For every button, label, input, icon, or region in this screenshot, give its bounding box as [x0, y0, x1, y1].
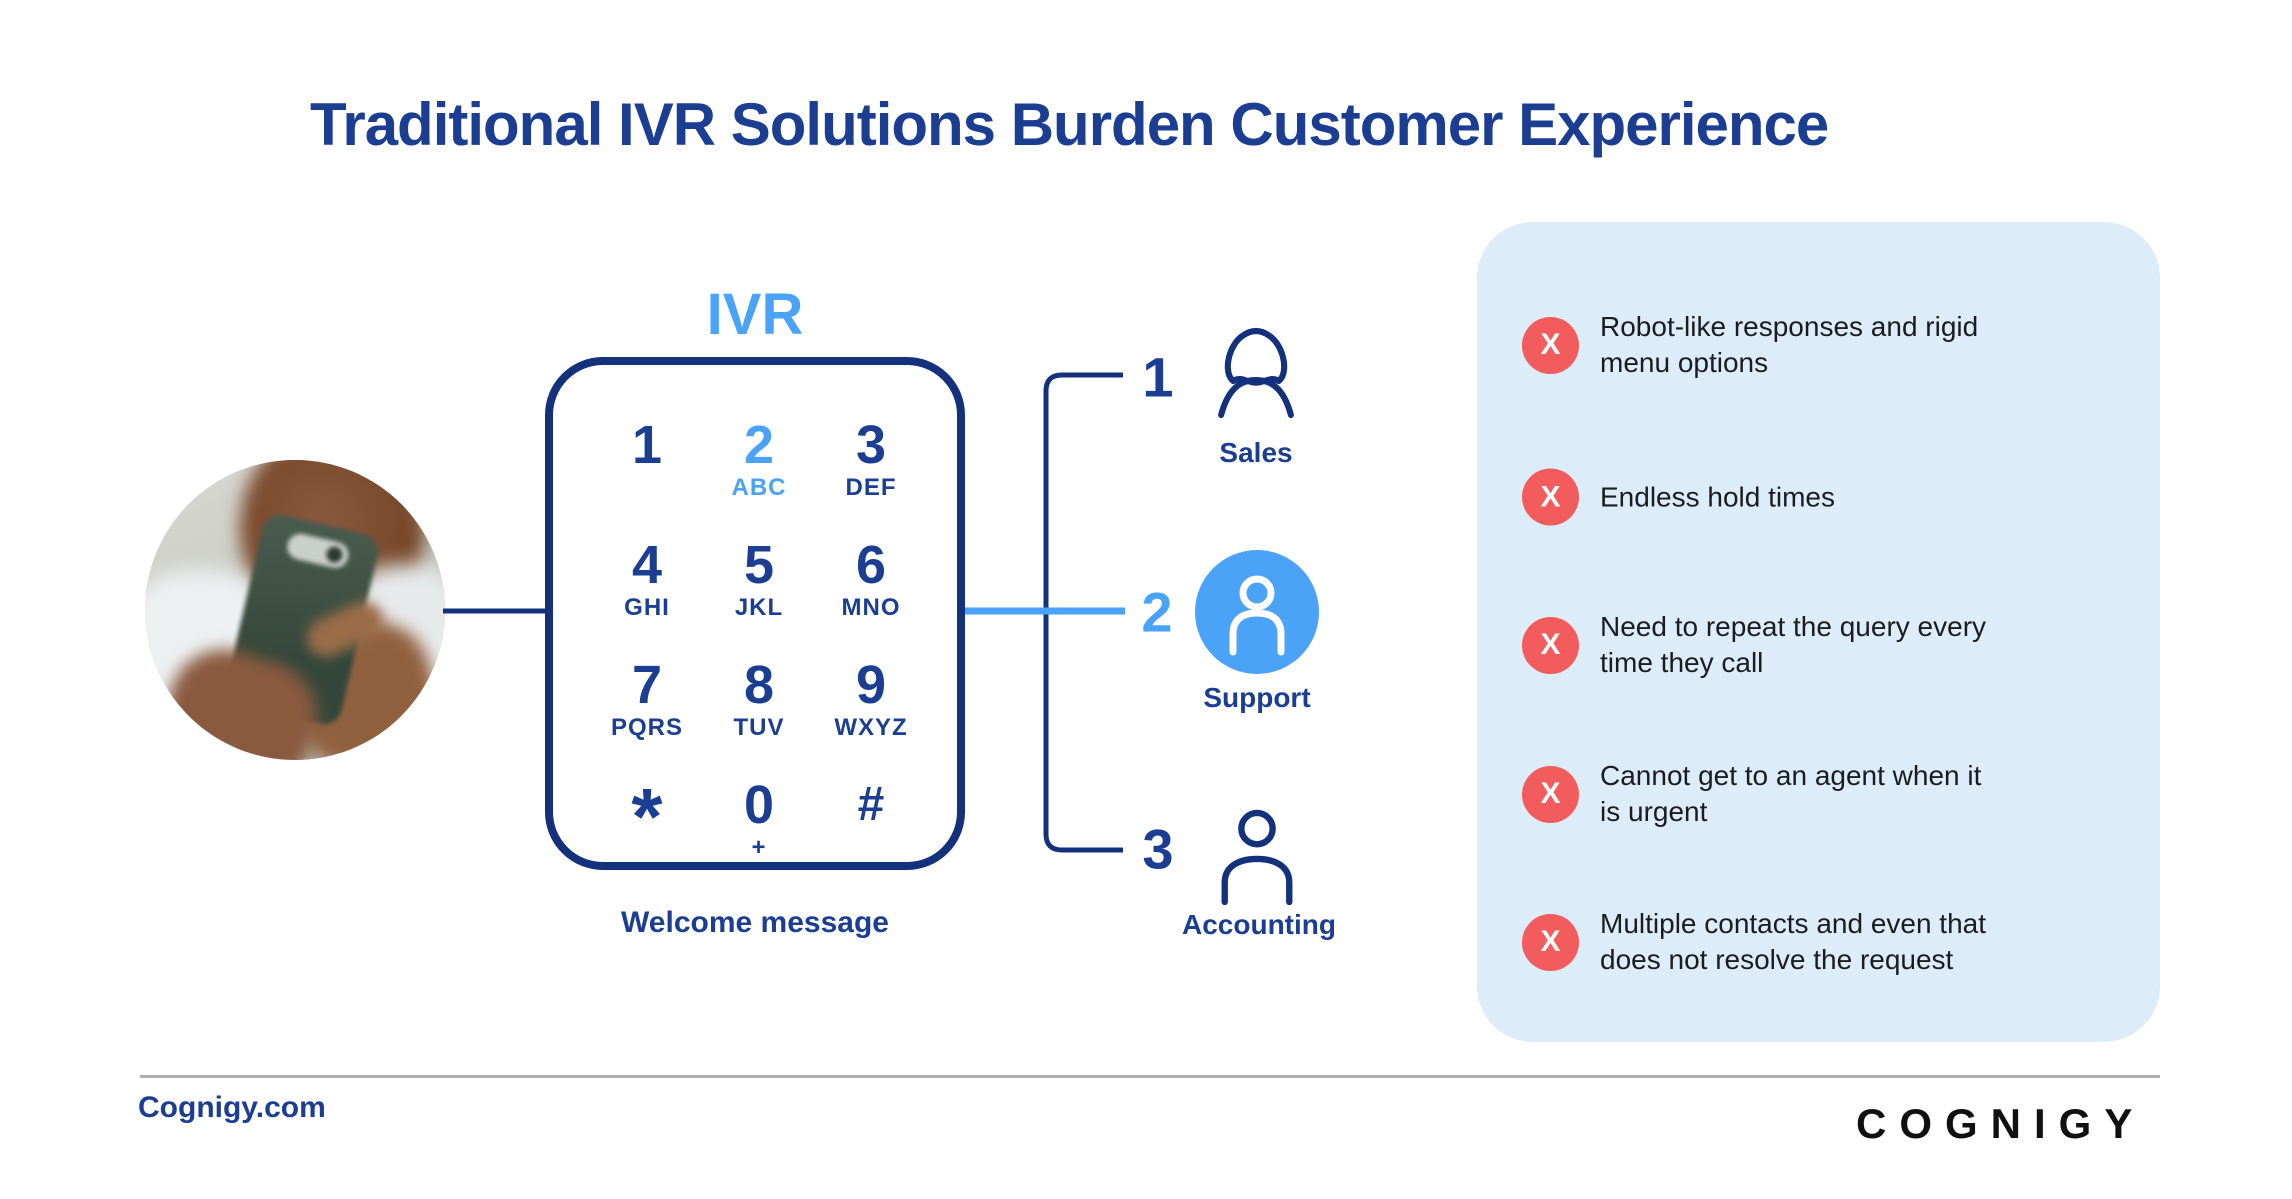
key-number: 0 — [743, 775, 775, 835]
x-glyph: X — [1540, 925, 1561, 958]
ivr-title: IVR — [706, 282, 804, 347]
keypad-key-1: 1 — [591, 417, 703, 473]
key-letters: MNO — [841, 594, 901, 621]
key-number: 6 — [855, 535, 887, 595]
x-glyph: X — [1540, 628, 1561, 661]
key-letters: JKL — [734, 594, 784, 621]
key-number: 4 — [631, 535, 663, 595]
key-number: 3 — [855, 415, 887, 475]
branch-label-support: Support — [1203, 682, 1311, 713]
issue-text: Need to repeat the query every time they… — [1600, 611, 1987, 678]
female-person-icon — [1218, 327, 1294, 419]
key-letters: ABC — [731, 474, 787, 501]
page-title: Traditional IVR Solutions Burden Custome… — [310, 91, 1829, 158]
issue-text: Cannot get to an agent when it is urgent — [1600, 760, 1982, 827]
x-icon: X — [1522, 913, 1579, 971]
key-number: * — [631, 772, 663, 861]
cognigy-logo: COGNIGY — [1856, 1100, 2146, 1147]
branch-number-sales: 1 — [1142, 345, 1174, 409]
photo-phone-lens — [324, 545, 345, 565]
x-glyph: X — [1540, 480, 1561, 513]
x-icon: X — [1522, 316, 1579, 374]
key-number: 7 — [631, 655, 663, 715]
key-letters: DEF — [845, 474, 897, 501]
keypad-key-0: 0+ — [703, 777, 815, 861]
issue-row: X Robot-like responses and rigid menu opt… — [1477, 309, 2130, 381]
issue-row: X Endless hold times — [1477, 468, 2130, 526]
customer-photo — [145, 460, 445, 760]
keypad-key-#: # — [815, 777, 927, 833]
key-letters: TUV — [733, 714, 785, 741]
keypad-key-*: * — [591, 777, 703, 857]
key-letters: GHI — [624, 594, 670, 621]
issue-text: Multiple contacts and even that does not… — [1600, 908, 1987, 975]
key-number: 2 — [743, 415, 775, 475]
key-number: 5 — [743, 535, 775, 595]
person-icon — [1229, 575, 1285, 656]
key-number: 8 — [743, 655, 775, 715]
x-glyph: X — [1540, 777, 1561, 810]
key-letters: + — [751, 834, 767, 861]
x-icon: X — [1522, 765, 1579, 823]
welcome-message-caption: Welcome message — [621, 906, 889, 939]
footer-divider — [140, 1075, 2160, 1078]
person-icon — [1221, 809, 1293, 906]
issue-text: Robot-like responses and rigid menu opti… — [1600, 311, 1979, 378]
x-icon: X — [1522, 468, 1579, 526]
photo-phone-camera — [284, 531, 351, 571]
website-link[interactable]: Cognigy.com — [138, 1091, 326, 1124]
key-letters: PQRS — [610, 714, 683, 741]
x-icon: X — [1522, 616, 1579, 674]
branch-label-accounting: Accounting — [1182, 909, 1336, 940]
branch-number-accounting: 3 — [1142, 817, 1174, 881]
branch-label-sales: Sales — [1219, 437, 1293, 468]
issue-row: X Multiple contacts and even that does no… — [1477, 906, 2130, 978]
key-number: 1 — [631, 415, 663, 475]
issue-row: X Cannot get to an agent when it is urgen… — [1477, 758, 2130, 830]
x-glyph: X — [1540, 328, 1561, 361]
support-highlight-circle — [1195, 550, 1319, 674]
key-letters: WXYZ — [834, 714, 908, 741]
issues-panel: X Robot-like responses and rigid menu opt… — [1477, 222, 2160, 1042]
branch-number-support: 2 — [1141, 580, 1173, 644]
issue-row: X Need to repeat the query every time the… — [1477, 609, 2130, 681]
key-number: 9 — [855, 655, 887, 715]
key-number: # — [857, 778, 885, 831]
branch-trunk-line — [1043, 372, 1123, 853]
issue-text: Endless hold times — [1600, 481, 1836, 512]
